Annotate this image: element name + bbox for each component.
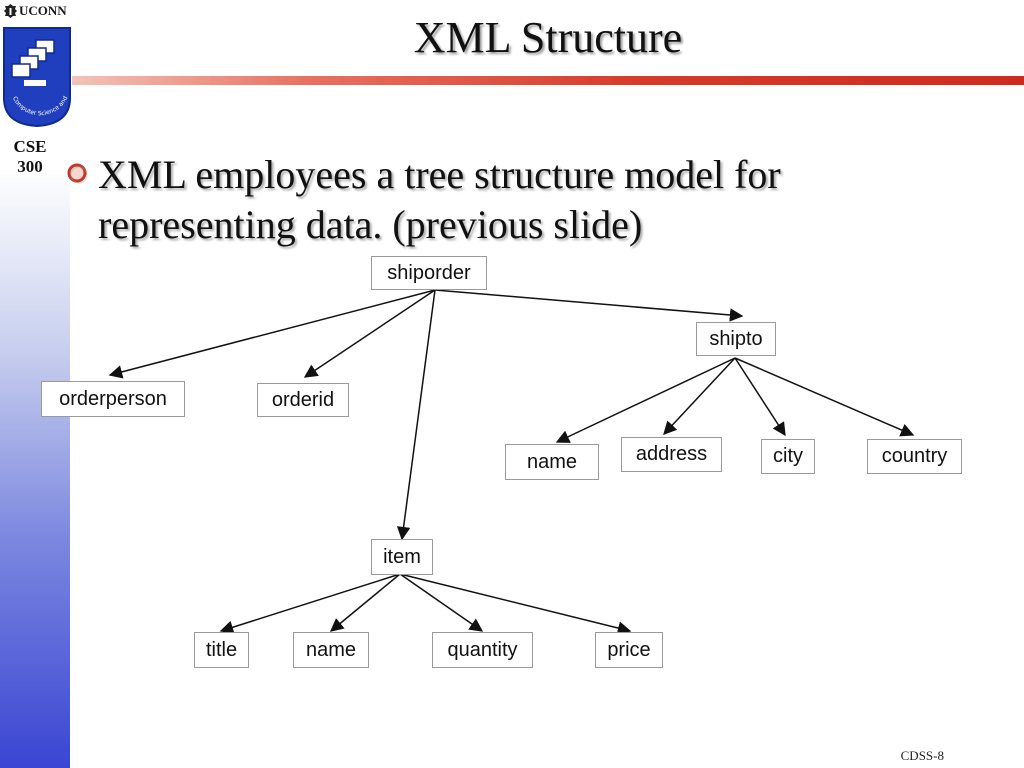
edge-shipto-to-country <box>734 357 915 437</box>
tree-node-item: item <box>371 539 433 575</box>
edge-shiporder-to-orderperson <box>108 289 436 379</box>
edge-item-to-title <box>219 573 401 634</box>
slide-title: XML Structure <box>413 13 683 62</box>
edge-shiporder-to-shipto <box>434 289 744 322</box>
edge-item-to-item-name <box>329 573 401 632</box>
bullet-item: XML employees a tree structure model for… <box>66 150 966 250</box>
tree-node-price: price <box>595 632 663 668</box>
tree-node-shipto: shipto <box>696 322 776 356</box>
university-name: UCONN <box>19 3 67 18</box>
tree-node-item-name: name <box>293 632 369 668</box>
tree-node-quantity: quantity <box>432 632 533 668</box>
tree-node-shiporder: shiporder <box>371 256 487 290</box>
hollow-circle-bullet-icon <box>67 163 88 184</box>
oak-leaf-icon <box>4 4 17 18</box>
course-code-line2: 300 <box>17 157 43 176</box>
edge-shipto-to-city <box>734 357 786 437</box>
tree-node-address: address <box>621 437 722 472</box>
title-accent-bar <box>72 76 1024 85</box>
course-code-line1: CSE <box>13 137 47 156</box>
tree-node-title: title <box>194 632 249 668</box>
edge-shipto-to-shipto-name <box>555 357 736 443</box>
bullet-text: XML employees a tree structure model for… <box>98 152 781 247</box>
edge-item-to-quantity <box>399 573 484 632</box>
course-code: CSE 300 <box>0 137 60 177</box>
computer-science-engineering-logo-icon: Computer Science and Engineering <box>2 26 71 128</box>
edge-shiporder-to-item <box>396 289 436 541</box>
edge-shiporder-to-orderid <box>303 289 436 378</box>
slide-number: CDSS-8 <box>900 748 944 763</box>
tree-node-orderperson: orderperson <box>41 381 185 417</box>
tree-node-country: country <box>867 439 962 474</box>
tree-node-city: city <box>761 439 815 474</box>
tree-node-shipto-name: name <box>505 444 599 480</box>
university-brand: UCONN <box>4 3 67 19</box>
edge-shipto-to-address <box>663 357 736 435</box>
tree-node-orderid: orderid <box>257 383 349 417</box>
edge-item-to-price <box>399 573 632 635</box>
